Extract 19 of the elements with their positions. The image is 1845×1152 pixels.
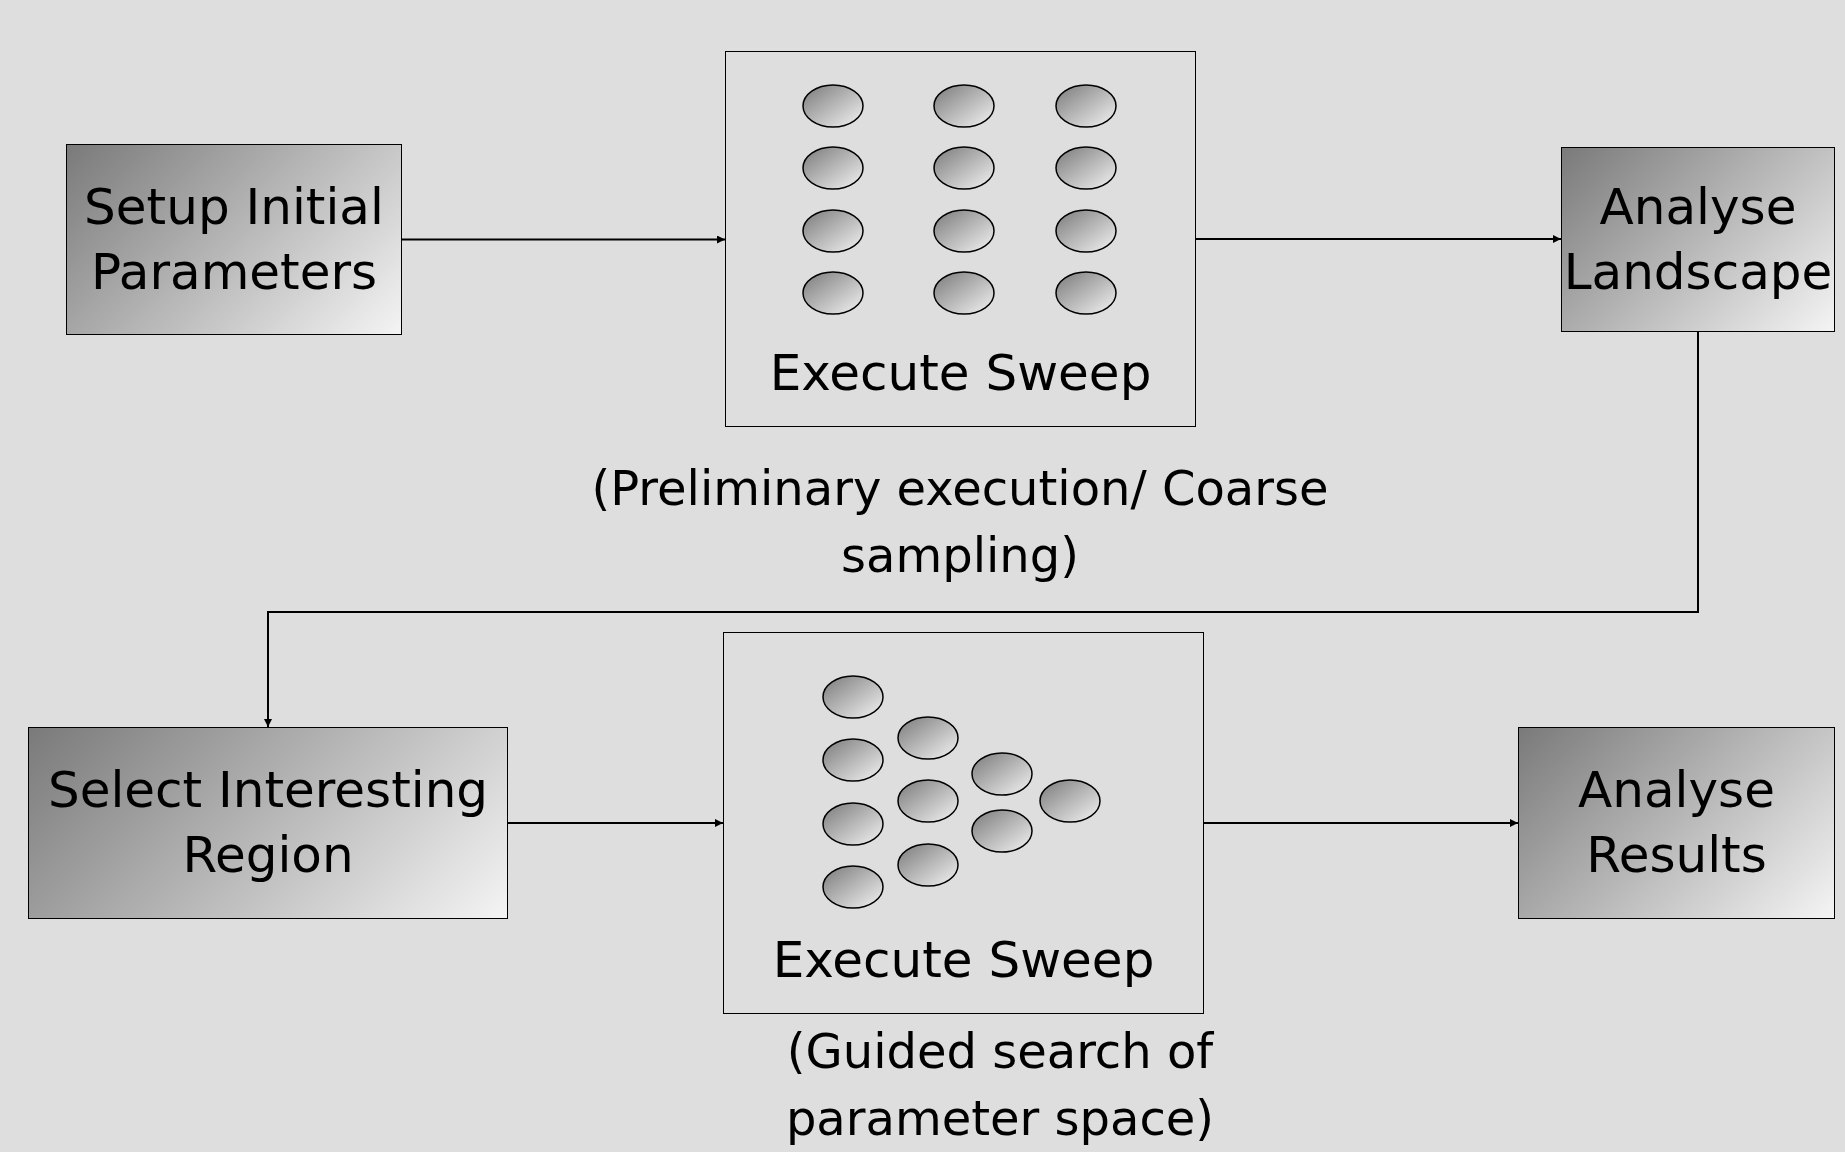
- process-box: [28, 727, 508, 919]
- sweep-box: [723, 632, 1204, 1014]
- arrow: [1203, 819, 1519, 827]
- node-label: Execute Sweep: [772, 930, 1155, 991]
- caption-text: (Preliminary execution/ Coarse sampling): [590, 459, 1330, 586]
- node-label: Analyse Landscape: [1562, 176, 1834, 303]
- arrow: [401, 235, 726, 244]
- caption-text: (Guided search of parameter space): [784, 1022, 1216, 1149]
- arrow: [264, 331, 1699, 728]
- arrow: [507, 819, 724, 827]
- node-label: Execute Sweep: [769, 343, 1152, 404]
- node-label: Select Interesting Region: [46, 760, 490, 886]
- process-box: [1518, 727, 1835, 919]
- node-label: Analyse Results: [1577, 760, 1776, 886]
- node-label: Setup Initial Parameters: [83, 176, 385, 303]
- sweep-box: [725, 51, 1196, 427]
- process-box: [66, 144, 402, 335]
- process-box: [1561, 147, 1835, 332]
- arrow: [1195, 235, 1562, 243]
